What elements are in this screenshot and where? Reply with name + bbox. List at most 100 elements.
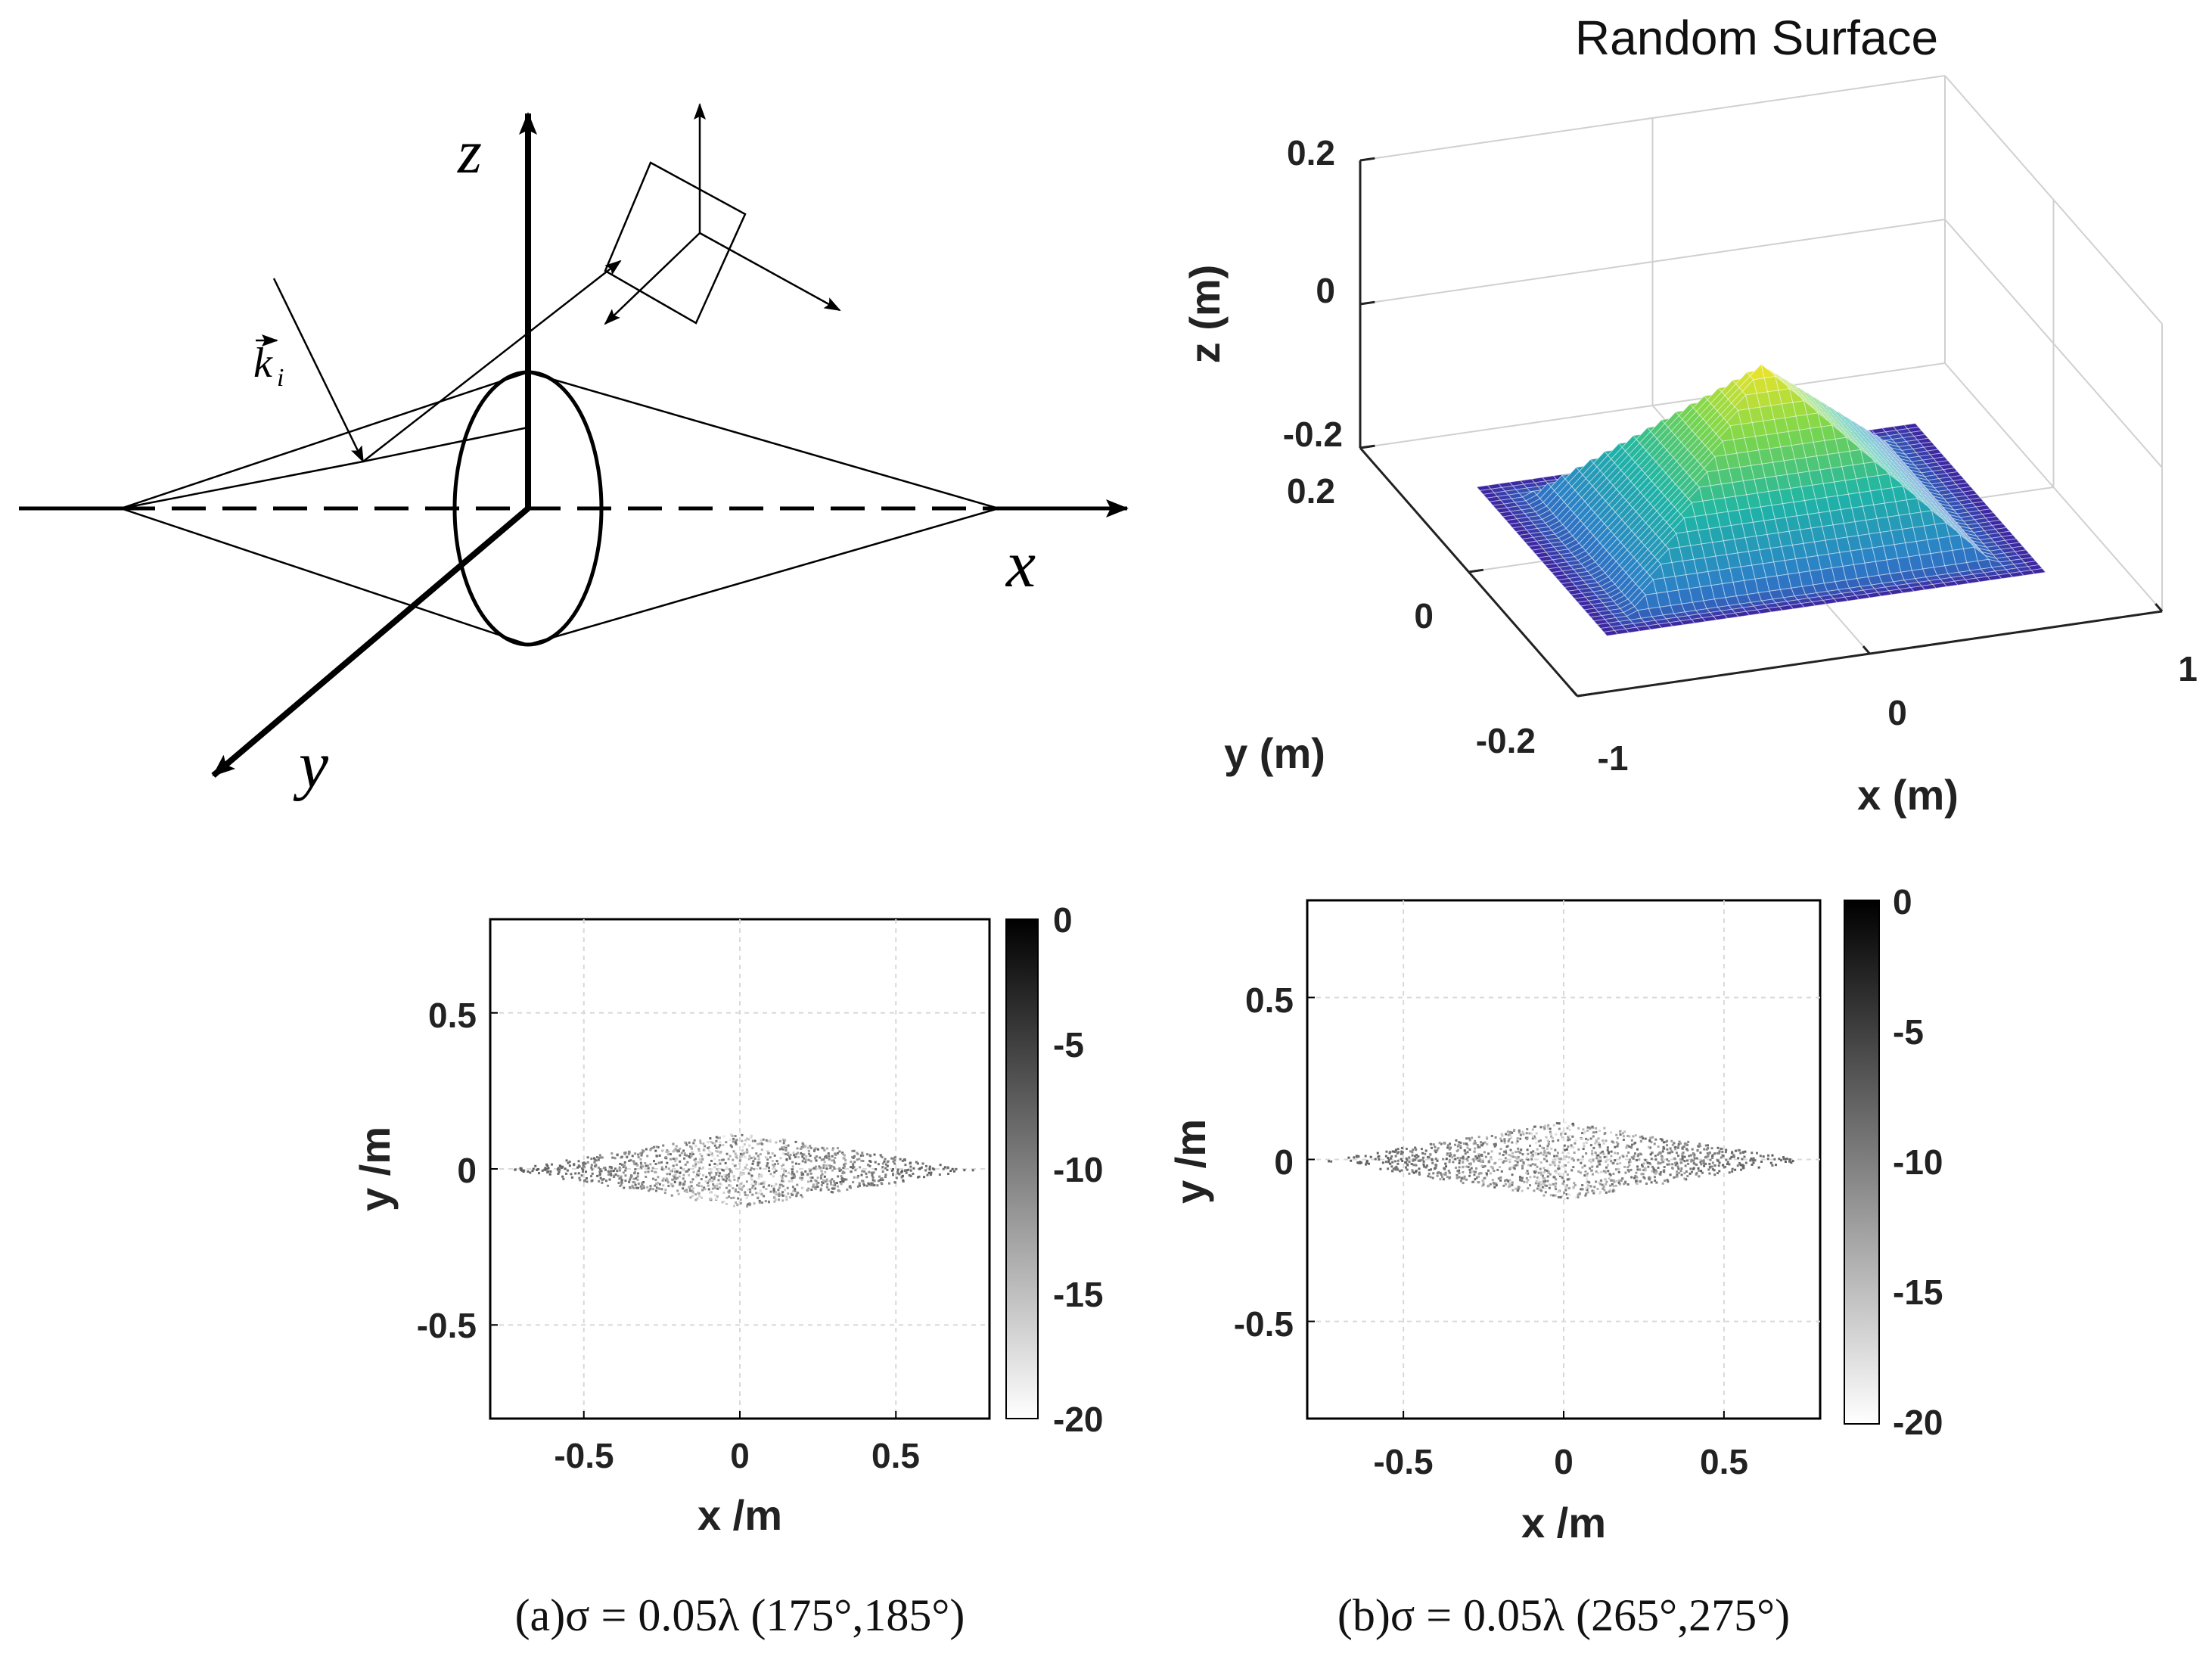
speckle-point — [868, 1170, 871, 1173]
speckle-point — [1513, 1128, 1516, 1131]
speckle-point — [1390, 1165, 1393, 1168]
speckle-point — [752, 1186, 755, 1189]
speckle-point — [570, 1176, 573, 1179]
speckle-point — [698, 1167, 701, 1170]
speckle-point — [1465, 1165, 1468, 1168]
speckle-point — [634, 1152, 637, 1155]
speckle-point — [837, 1175, 840, 1178]
speckle-point — [679, 1182, 682, 1185]
speckle-point — [1659, 1170, 1662, 1173]
speckle-point — [1598, 1163, 1601, 1166]
speckle-point — [1592, 1190, 1595, 1193]
speckle-point — [778, 1192, 781, 1195]
speckle-point — [1547, 1152, 1550, 1155]
speckle-point — [1517, 1138, 1520, 1141]
speckle-point — [702, 1166, 705, 1169]
speckle-point — [679, 1154, 682, 1157]
panel-a-xtick-left: -0.5 — [554, 1436, 614, 1475]
speckle-point — [1387, 1167, 1390, 1170]
speckle-point — [760, 1201, 763, 1204]
speckle-point — [1558, 1122, 1561, 1125]
speckle-point — [1553, 1161, 1556, 1164]
speckle-point — [1542, 1182, 1545, 1185]
speckle-point — [688, 1168, 691, 1171]
speckle-point — [963, 1169, 966, 1172]
speckle-point — [1503, 1139, 1506, 1142]
speckle-point — [1598, 1143, 1602, 1146]
speckle-point — [1547, 1142, 1550, 1145]
speckle-point — [1601, 1150, 1604, 1153]
speckle-point — [859, 1166, 862, 1169]
speckle-point — [1364, 1155, 1367, 1158]
speckle-point — [807, 1158, 810, 1161]
speckle-point — [658, 1183, 661, 1186]
speckle-point — [916, 1176, 919, 1179]
speckle-point — [1649, 1153, 1652, 1156]
speckle-point — [1699, 1152, 1702, 1155]
speckle-point — [850, 1166, 853, 1169]
speckle-point — [1478, 1157, 1481, 1160]
speckle-point — [700, 1161, 703, 1164]
speckle-point — [1539, 1186, 1542, 1189]
speckle-point — [1595, 1139, 1598, 1142]
speckle-point — [928, 1165, 931, 1168]
speckle-point — [767, 1201, 770, 1204]
y-tick-mid: 0 — [1414, 596, 1434, 636]
speckle-point — [1418, 1173, 1421, 1176]
speckle-point — [751, 1146, 754, 1149]
speckle-point — [832, 1180, 835, 1183]
speckle-point — [732, 1150, 735, 1153]
speckle-point — [777, 1189, 780, 1192]
speckle-point — [1641, 1135, 1644, 1138]
speckle-point — [792, 1173, 795, 1176]
speckle-point — [756, 1197, 760, 1200]
speckle-point — [1519, 1159, 1522, 1162]
speckle-point — [1588, 1186, 1591, 1189]
speckle-point — [1698, 1169, 1701, 1172]
speckle-point — [1515, 1157, 1518, 1160]
speckle-point — [629, 1178, 632, 1181]
speckle-point — [759, 1189, 762, 1192]
speckle-point — [760, 1192, 763, 1195]
speckle-point — [634, 1183, 637, 1186]
speckle-point — [1592, 1135, 1595, 1138]
speckle-point — [574, 1172, 577, 1175]
speckle-point — [1611, 1162, 1614, 1165]
speckle-point — [1510, 1136, 1513, 1139]
speckle-point — [791, 1161, 794, 1164]
speckle-point — [662, 1184, 665, 1187]
speckle-point — [816, 1155, 819, 1158]
z-tick-mark — [1359, 157, 1375, 162]
speckle-point — [1546, 1139, 1549, 1142]
speckle-point — [623, 1161, 626, 1164]
speckle-point — [1428, 1169, 1431, 1172]
speckle-point — [851, 1167, 854, 1170]
speckle-point — [734, 1152, 737, 1155]
speckle-point — [631, 1184, 634, 1187]
speckle-point — [604, 1179, 607, 1183]
speckle-point — [778, 1186, 781, 1189]
speckle-point — [1644, 1158, 1647, 1161]
speckle-point — [1648, 1177, 1651, 1180]
speckle-point — [747, 1172, 750, 1175]
speckle-point — [760, 1173, 763, 1176]
speckle-point — [1607, 1170, 1610, 1173]
speckle-point — [1541, 1146, 1544, 1149]
speckle-point — [806, 1146, 809, 1149]
speckle-point — [1530, 1132, 1533, 1135]
speckle-point — [707, 1181, 710, 1184]
speckle-point — [1452, 1161, 1455, 1164]
speckle-point — [1393, 1160, 1396, 1163]
panel-a-cbar-tick-0: 0 — [1053, 900, 1073, 940]
speckle-point — [1493, 1186, 1496, 1189]
speckle-point — [786, 1186, 789, 1189]
speckle-point — [884, 1173, 887, 1176]
speckle-point — [1465, 1178, 1468, 1181]
speckle-point — [836, 1147, 839, 1150]
speckle-point — [709, 1151, 712, 1154]
speckle-point — [1473, 1173, 1476, 1176]
panel-b-xtick-mid: 0 — [1554, 1442, 1574, 1481]
speckle-point — [697, 1192, 700, 1195]
speckle-point — [809, 1146, 812, 1149]
speckle-point — [781, 1173, 784, 1176]
